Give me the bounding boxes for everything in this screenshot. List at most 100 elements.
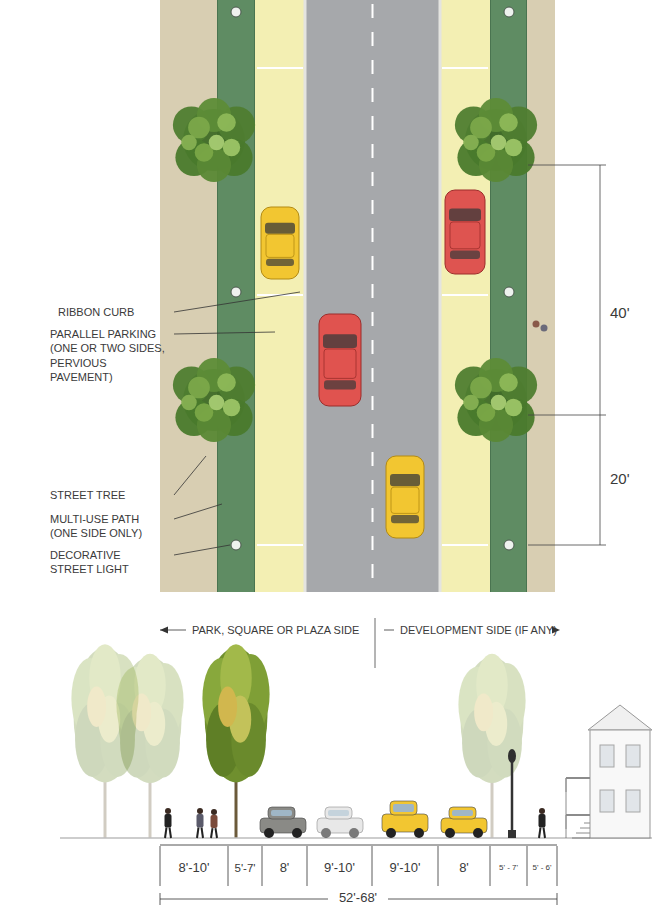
car-side [317,807,363,838]
street-tree [505,399,522,416]
planting-strip [490,0,527,592]
side-arrow [384,630,394,631]
pedestrian-figure [539,808,545,814]
street-tree [217,113,236,132]
dimension-label: 9'-10' [373,860,437,877]
dimension-label: 40' [610,303,650,323]
street-tree [223,399,240,416]
street-section [60,644,652,845]
parking-lane [440,0,490,592]
curb-line [160,845,557,846]
car-top [265,223,295,234]
house [588,705,652,730]
dimension-line [160,893,161,905]
street-tree [491,135,507,151]
house [590,730,650,838]
pedestrian [533,321,540,328]
cars [261,190,485,538]
car-top [386,456,424,538]
leader-line [174,292,300,555]
dimension-line [528,415,606,416]
section-tree [474,693,493,731]
pedestrian-figure [197,808,203,814]
car-side [445,828,455,838]
dimension-line [527,846,528,886]
parking-stripe [257,67,303,69]
street-tree [217,373,236,392]
house [626,790,640,812]
side-divider [375,618,376,668]
people [165,808,546,838]
callout-label: STREET TREE [50,488,162,502]
car-side [264,828,274,838]
car-top [266,259,294,266]
car-side [473,828,483,838]
parking-stripe [442,544,488,546]
street-tree [491,395,507,411]
street-tree [505,139,522,156]
ribbon-curb [439,0,442,592]
pedestrian-figure [197,808,204,838]
pedestrian-figure [165,828,167,839]
dimension-line [528,165,606,166]
house [626,745,640,767]
pedestrian-figure [197,814,204,828]
car-top [450,222,480,249]
leader-line [174,456,206,495]
street-tree [173,98,255,182]
street-tree [181,135,197,151]
car-top [386,456,424,538]
street-tree [470,377,492,399]
street-tree [209,395,225,411]
section-tree [202,644,269,838]
dimension-line [262,846,263,886]
side-arrow [160,627,168,634]
street-tree [499,113,518,132]
car-top [391,487,419,513]
street-light [504,540,514,550]
car-top [445,190,485,274]
dimension-line [557,893,558,905]
ribbon-curb [305,0,440,592]
house [572,838,590,839]
car-side [268,807,295,819]
pedestrian-figure [170,828,172,839]
ground-line [60,838,652,839]
dimension-label: 8' [439,860,489,877]
car-top [319,314,361,406]
house [566,777,590,779]
street-lamp [508,749,516,838]
dimension-label: 8' [263,860,306,877]
dimension-line [228,846,229,886]
pedestrian-figure [539,828,541,839]
side-arrow [552,627,560,634]
leader-line [174,292,300,312]
dimension-label: 5'-7' [229,861,261,876]
sidewalk [160,0,217,592]
street-tree [455,98,537,182]
ribbon-curb [304,0,307,592]
pedestrian [541,325,548,332]
car-top [450,250,480,258]
street-tree [173,358,255,442]
street-light [231,287,241,297]
car-top [449,208,481,221]
dimension-label: 5' - 6' [528,863,556,873]
total-width-label: 52'-68' [328,890,388,907]
callout-label: RIBBON CURB [58,305,168,319]
section-cars [260,801,487,838]
car-top [261,207,299,279]
car-side [349,828,359,838]
parking-stripe [442,294,488,296]
street-plan [160,0,555,592]
pedestrian-figure [211,809,218,838]
dimension-line [160,846,161,886]
street-tree [463,135,479,151]
pedestrian-figure [539,814,546,828]
section-tree [87,687,106,728]
car-side [382,801,428,838]
leader-line [174,545,230,555]
car-side [390,801,417,815]
centre-line [372,4,374,592]
